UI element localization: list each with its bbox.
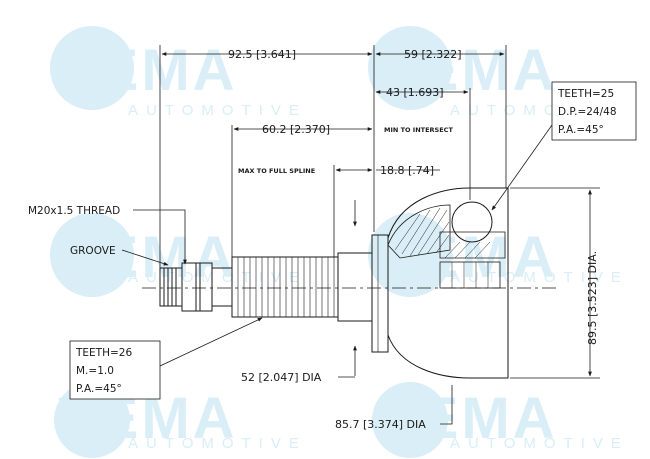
dim-height-dia: 89.5 [3.523] DIA. <box>586 251 599 345</box>
cage <box>439 231 506 259</box>
watermark-sub: AUTOMOTIVE <box>450 269 629 286</box>
watermark-sub: AUTOMOTIVE <box>128 435 307 452</box>
bell-housing <box>387 187 509 379</box>
inner-spec-box: TEETH=25 D.P.=24/48 P.A.=45° <box>551 81 637 141</box>
watermark-sub: AUTOMOTIVE <box>450 435 629 452</box>
inner-spec-pa: P.A.=45° <box>558 124 604 136</box>
cv-joint-part <box>159 187 509 379</box>
flange <box>371 234 389 353</box>
dim-spline-len: 18.8 [.74] <box>380 164 434 177</box>
inner-bore <box>439 261 501 289</box>
outer-spec-pa: P.A.=45° <box>76 383 122 395</box>
dim-housing-dia: 85.7 [3.374] DIA <box>335 418 426 431</box>
watermark-bottom-right: VEMA AUTOMOTIVE <box>372 382 629 458</box>
outer-spec-module: M.=1.0 <box>76 365 114 377</box>
dim-shaft-dia: 52 [2.047] DIA <box>241 371 322 384</box>
inner-spec-dp: D.P.=24/48 <box>558 106 617 118</box>
watermark-bottom-left: VEMA AUTOMOTIVE <box>54 382 307 458</box>
dim-overall-outer: 92.5 [3.641] <box>228 48 296 61</box>
watermark-brand: VEMA <box>378 386 558 451</box>
watermark-top-left: VEMA AUTOMOTIVE <box>50 26 307 119</box>
dim-outer-right: 59 [2.322] <box>404 48 462 61</box>
shaft-shoulder <box>337 252 373 322</box>
watermark-brand: VEMA <box>378 225 558 290</box>
inner-spec-teeth: TEETH=25 <box>557 88 614 100</box>
outer-spec-box: TEETH=26 M.=1.0 P.A.=45° <box>69 340 161 400</box>
dim-min-intersect: 60.2 [2.370] <box>262 123 330 136</box>
spline-teeth <box>237 257 335 317</box>
ball <box>451 201 493 243</box>
inner-race <box>387 204 451 259</box>
watermark-sub: AUTOMOTIVE <box>128 102 307 119</box>
watermark-brand: VEMA <box>58 38 238 103</box>
outer-spec-teeth: TEETH=26 <box>75 347 132 359</box>
label-thread: M20x1.5 THREAD <box>28 205 120 217</box>
note-max-spline: MAX TO FULL SPLINE <box>238 167 315 175</box>
dimension-lines <box>121 45 600 425</box>
note-min-intersect: MIN TO INTERSECT <box>384 126 453 134</box>
dim-right-inner: 43 [1.693] <box>386 86 444 99</box>
label-groove: GROOVE <box>70 245 116 257</box>
